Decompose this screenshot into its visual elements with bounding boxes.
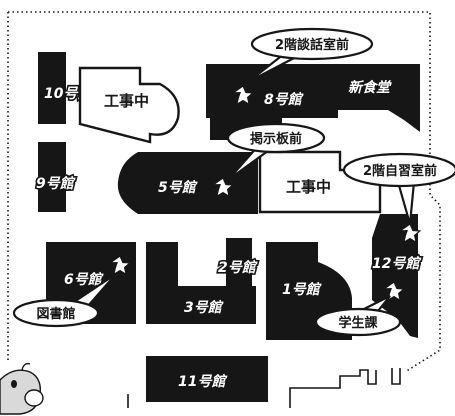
building-5-label: 5号館 bbox=[158, 179, 198, 196]
building-9-label: 9号館 bbox=[36, 175, 76, 192]
callout-floor2-study bbox=[342, 152, 455, 188]
south-wall bbox=[127, 368, 401, 408]
callout-library-text: 図書館 bbox=[36, 306, 75, 322]
construction-a-label: 工事中 bbox=[104, 92, 149, 110]
construction-b-label: 工事中 bbox=[286, 178, 331, 196]
callout-bulletin-board bbox=[226, 122, 326, 154]
building-2[interactable] bbox=[226, 238, 252, 286]
building-3-label: 3号館 bbox=[184, 299, 224, 316]
mascot-icon bbox=[0, 362, 44, 415]
building-9[interactable] bbox=[38, 142, 66, 212]
building-shinshokudo[interactable] bbox=[338, 64, 420, 132]
callout-library bbox=[12, 298, 100, 328]
building-8-label: 8号館 bbox=[264, 91, 304, 108]
callout-student-affairs bbox=[314, 307, 402, 337]
building-12-label: 12号館 bbox=[372, 255, 421, 272]
building-8[interactable] bbox=[206, 64, 338, 140]
building-11-label: 11号館 bbox=[178, 373, 227, 390]
building-2-label: 2号館 bbox=[218, 259, 258, 276]
building-5[interactable] bbox=[117, 152, 258, 214]
callout-bulletin-board-text: 掲示板前 bbox=[250, 131, 302, 147]
callout-floor2-study-text: 2階自習室前 bbox=[363, 163, 437, 179]
building-3[interactable] bbox=[146, 242, 256, 324]
building-10[interactable] bbox=[38, 52, 66, 124]
shinshokudo-label: 新食堂 bbox=[348, 79, 392, 96]
callout-floor2-lounge bbox=[250, 27, 374, 61]
construction-area-a bbox=[78, 66, 180, 144]
callout-student-affairs-text: 学生課 bbox=[338, 315, 378, 331]
building-11[interactable] bbox=[146, 356, 268, 402]
building-1-label: 1号館 bbox=[282, 281, 322, 298]
building-6-label: 6号館 bbox=[64, 271, 104, 288]
campus-boundary bbox=[7, 11, 441, 373]
building-12[interactable] bbox=[372, 214, 418, 338]
callout-floor2-lounge-text: 2階談話室前 bbox=[275, 37, 349, 53]
